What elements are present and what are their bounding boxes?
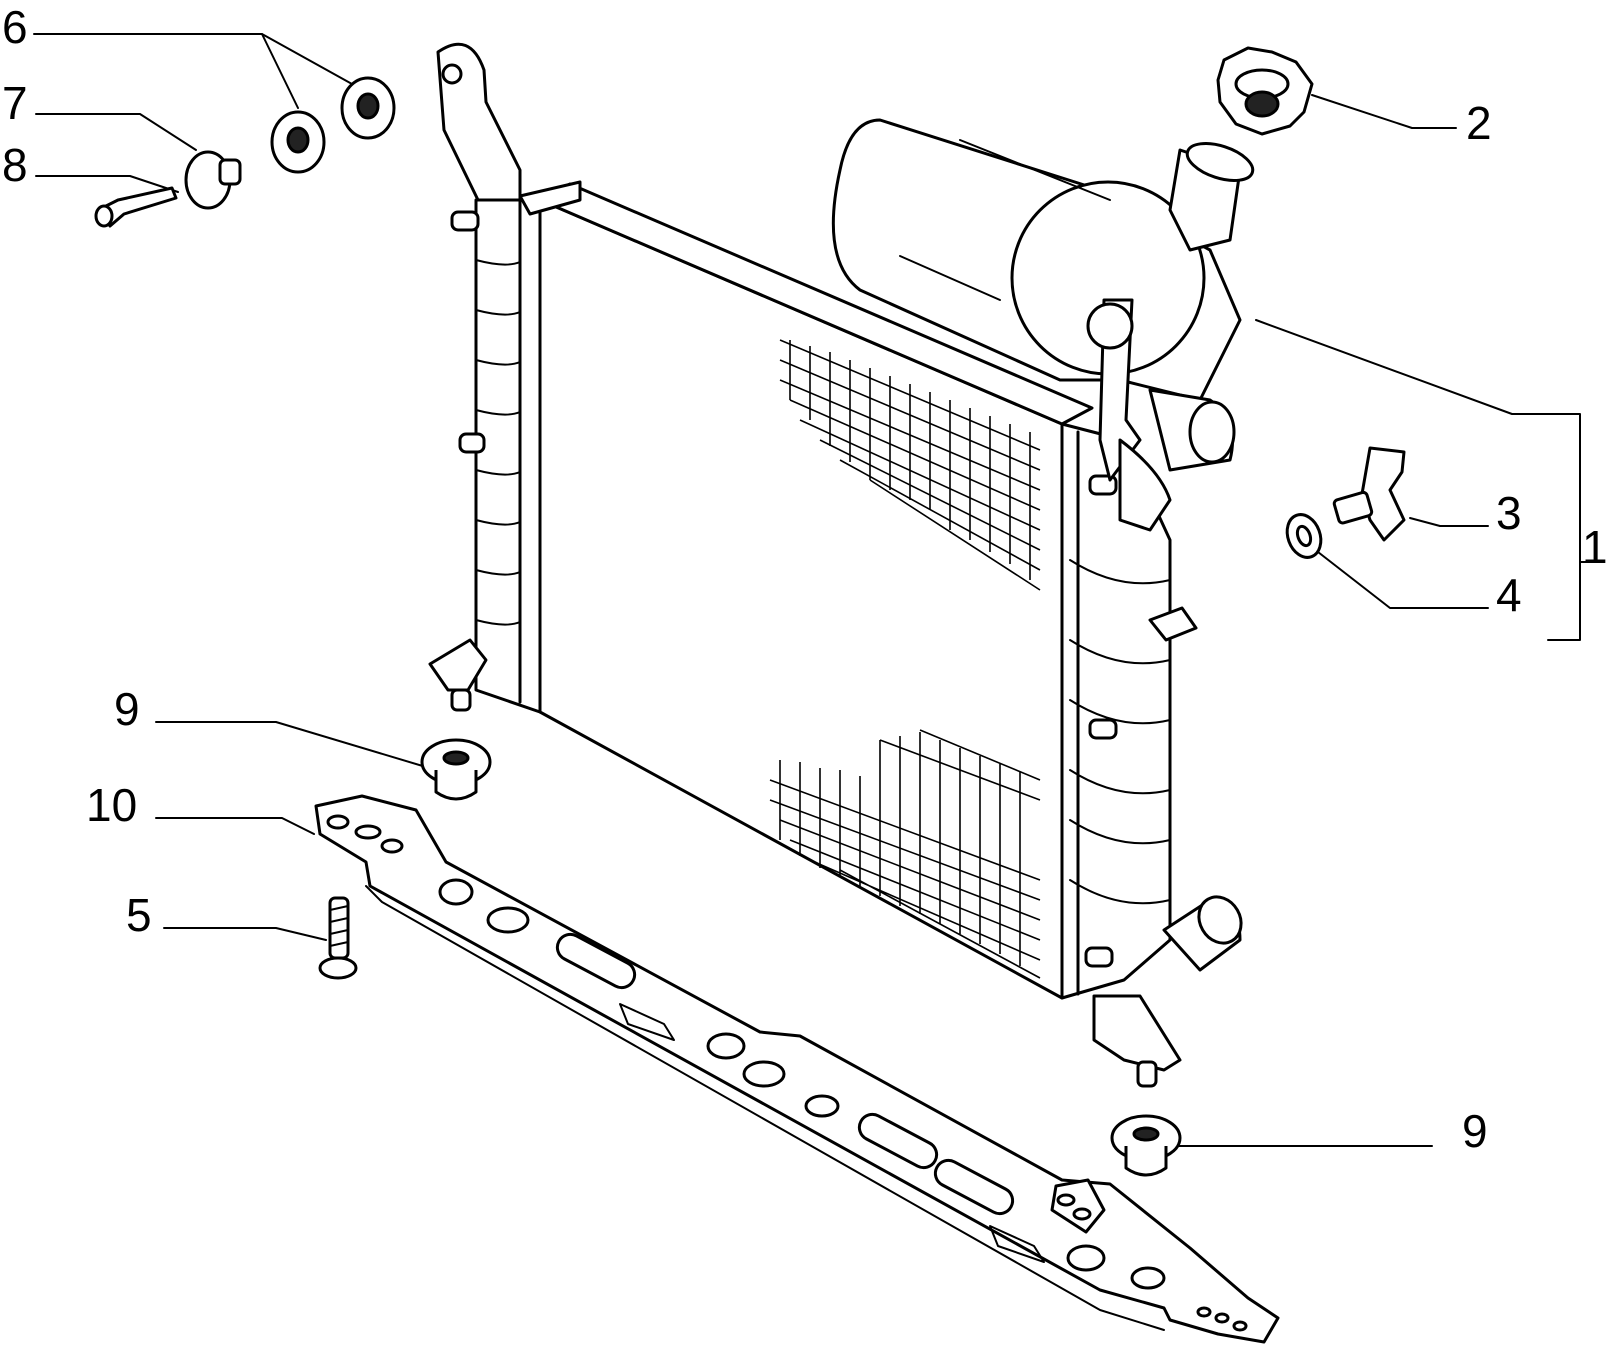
left-bottom-pin bbox=[450, 688, 472, 712]
callout-6: 6 bbox=[2, 1, 28, 53]
left-pin-top bbox=[450, 210, 480, 232]
lower-outlet-opening bbox=[1197, 895, 1243, 945]
left-tank-ribs bbox=[475, 259, 521, 626]
spacer bbox=[184, 150, 242, 210]
radiator-core bbox=[428, 42, 1243, 1088]
core-fin-mesh-lower bbox=[769, 729, 1041, 979]
crossmember-tab bbox=[1050, 1178, 1106, 1234]
washer bbox=[1285, 513, 1323, 559]
leader-5 bbox=[163, 927, 327, 941]
callout-2: 2 bbox=[1466, 97, 1492, 149]
left-upper-bracket bbox=[436, 42, 522, 202]
bolt bbox=[94, 186, 178, 228]
leader-lines bbox=[33, 33, 1601, 1147]
right-bottom-pin bbox=[1136, 1060, 1158, 1088]
rubber-mount-right bbox=[1110, 1114, 1182, 1177]
filler-cap-core bbox=[1244, 90, 1280, 118]
support-crossmember bbox=[314, 794, 1280, 1344]
filler-neck-opening bbox=[1185, 142, 1255, 182]
leader-8 bbox=[35, 175, 179, 193]
tank-highlight-2 bbox=[899, 255, 1001, 301]
leader-1 bbox=[1255, 319, 1581, 641]
callout-9-left: 9 bbox=[114, 683, 140, 735]
leader-4 bbox=[1317, 551, 1489, 609]
core-fin-mesh-upper bbox=[779, 339, 1041, 591]
right-pin-2 bbox=[1088, 718, 1118, 740]
callout-8: 8 bbox=[2, 139, 28, 191]
leader-6b bbox=[261, 33, 353, 85]
leader-2 bbox=[1311, 94, 1457, 129]
callout-7: 7 bbox=[2, 77, 28, 129]
right-side-fitting bbox=[1148, 606, 1198, 642]
bleed-screw-thread bbox=[1332, 490, 1374, 525]
left-pin-mid bbox=[458, 432, 486, 454]
leader-6 bbox=[33, 33, 299, 109]
callout-4: 4 bbox=[1496, 569, 1522, 621]
callout-9-right: 9 bbox=[1462, 1105, 1488, 1157]
leader-3 bbox=[1409, 517, 1489, 527]
filler-cap bbox=[1216, 46, 1314, 136]
right-tank-ribs bbox=[1069, 559, 1171, 905]
crossmember-body bbox=[314, 794, 1280, 1344]
callout-1: 1 bbox=[1582, 521, 1608, 573]
rubber-bushing-2 bbox=[270, 110, 326, 174]
rubber-bushing-1 bbox=[340, 76, 396, 140]
left-bracket-pin bbox=[441, 63, 463, 85]
leader-10 bbox=[155, 817, 315, 835]
leader-7 bbox=[35, 113, 197, 151]
callout-3: 3 bbox=[1496, 487, 1522, 539]
right-pin-3 bbox=[1084, 946, 1114, 968]
callout-5: 5 bbox=[126, 889, 152, 941]
right-lower-bracket bbox=[1092, 994, 1182, 1072]
crossmember-flange bbox=[365, 885, 1165, 1331]
washer-hole bbox=[1295, 524, 1313, 548]
leader-9a bbox=[155, 721, 437, 771]
tank-lower-neck bbox=[1118, 438, 1172, 532]
tank-mount-boss bbox=[1086, 302, 1134, 350]
left-tank-rim bbox=[518, 180, 582, 216]
expansion-tank bbox=[831, 118, 1255, 532]
callout-10: 10 bbox=[86, 779, 138, 831]
tank-highlight-1 bbox=[959, 139, 1111, 201]
screw bbox=[318, 896, 358, 980]
left-tank bbox=[474, 198, 542, 714]
left-drain-tap bbox=[428, 638, 488, 692]
rubber-mount-left bbox=[420, 738, 492, 801]
bleed-screw bbox=[1332, 446, 1406, 542]
upper-outlet-opening bbox=[1188, 400, 1236, 464]
bleed-screw-wings bbox=[1360, 446, 1406, 542]
